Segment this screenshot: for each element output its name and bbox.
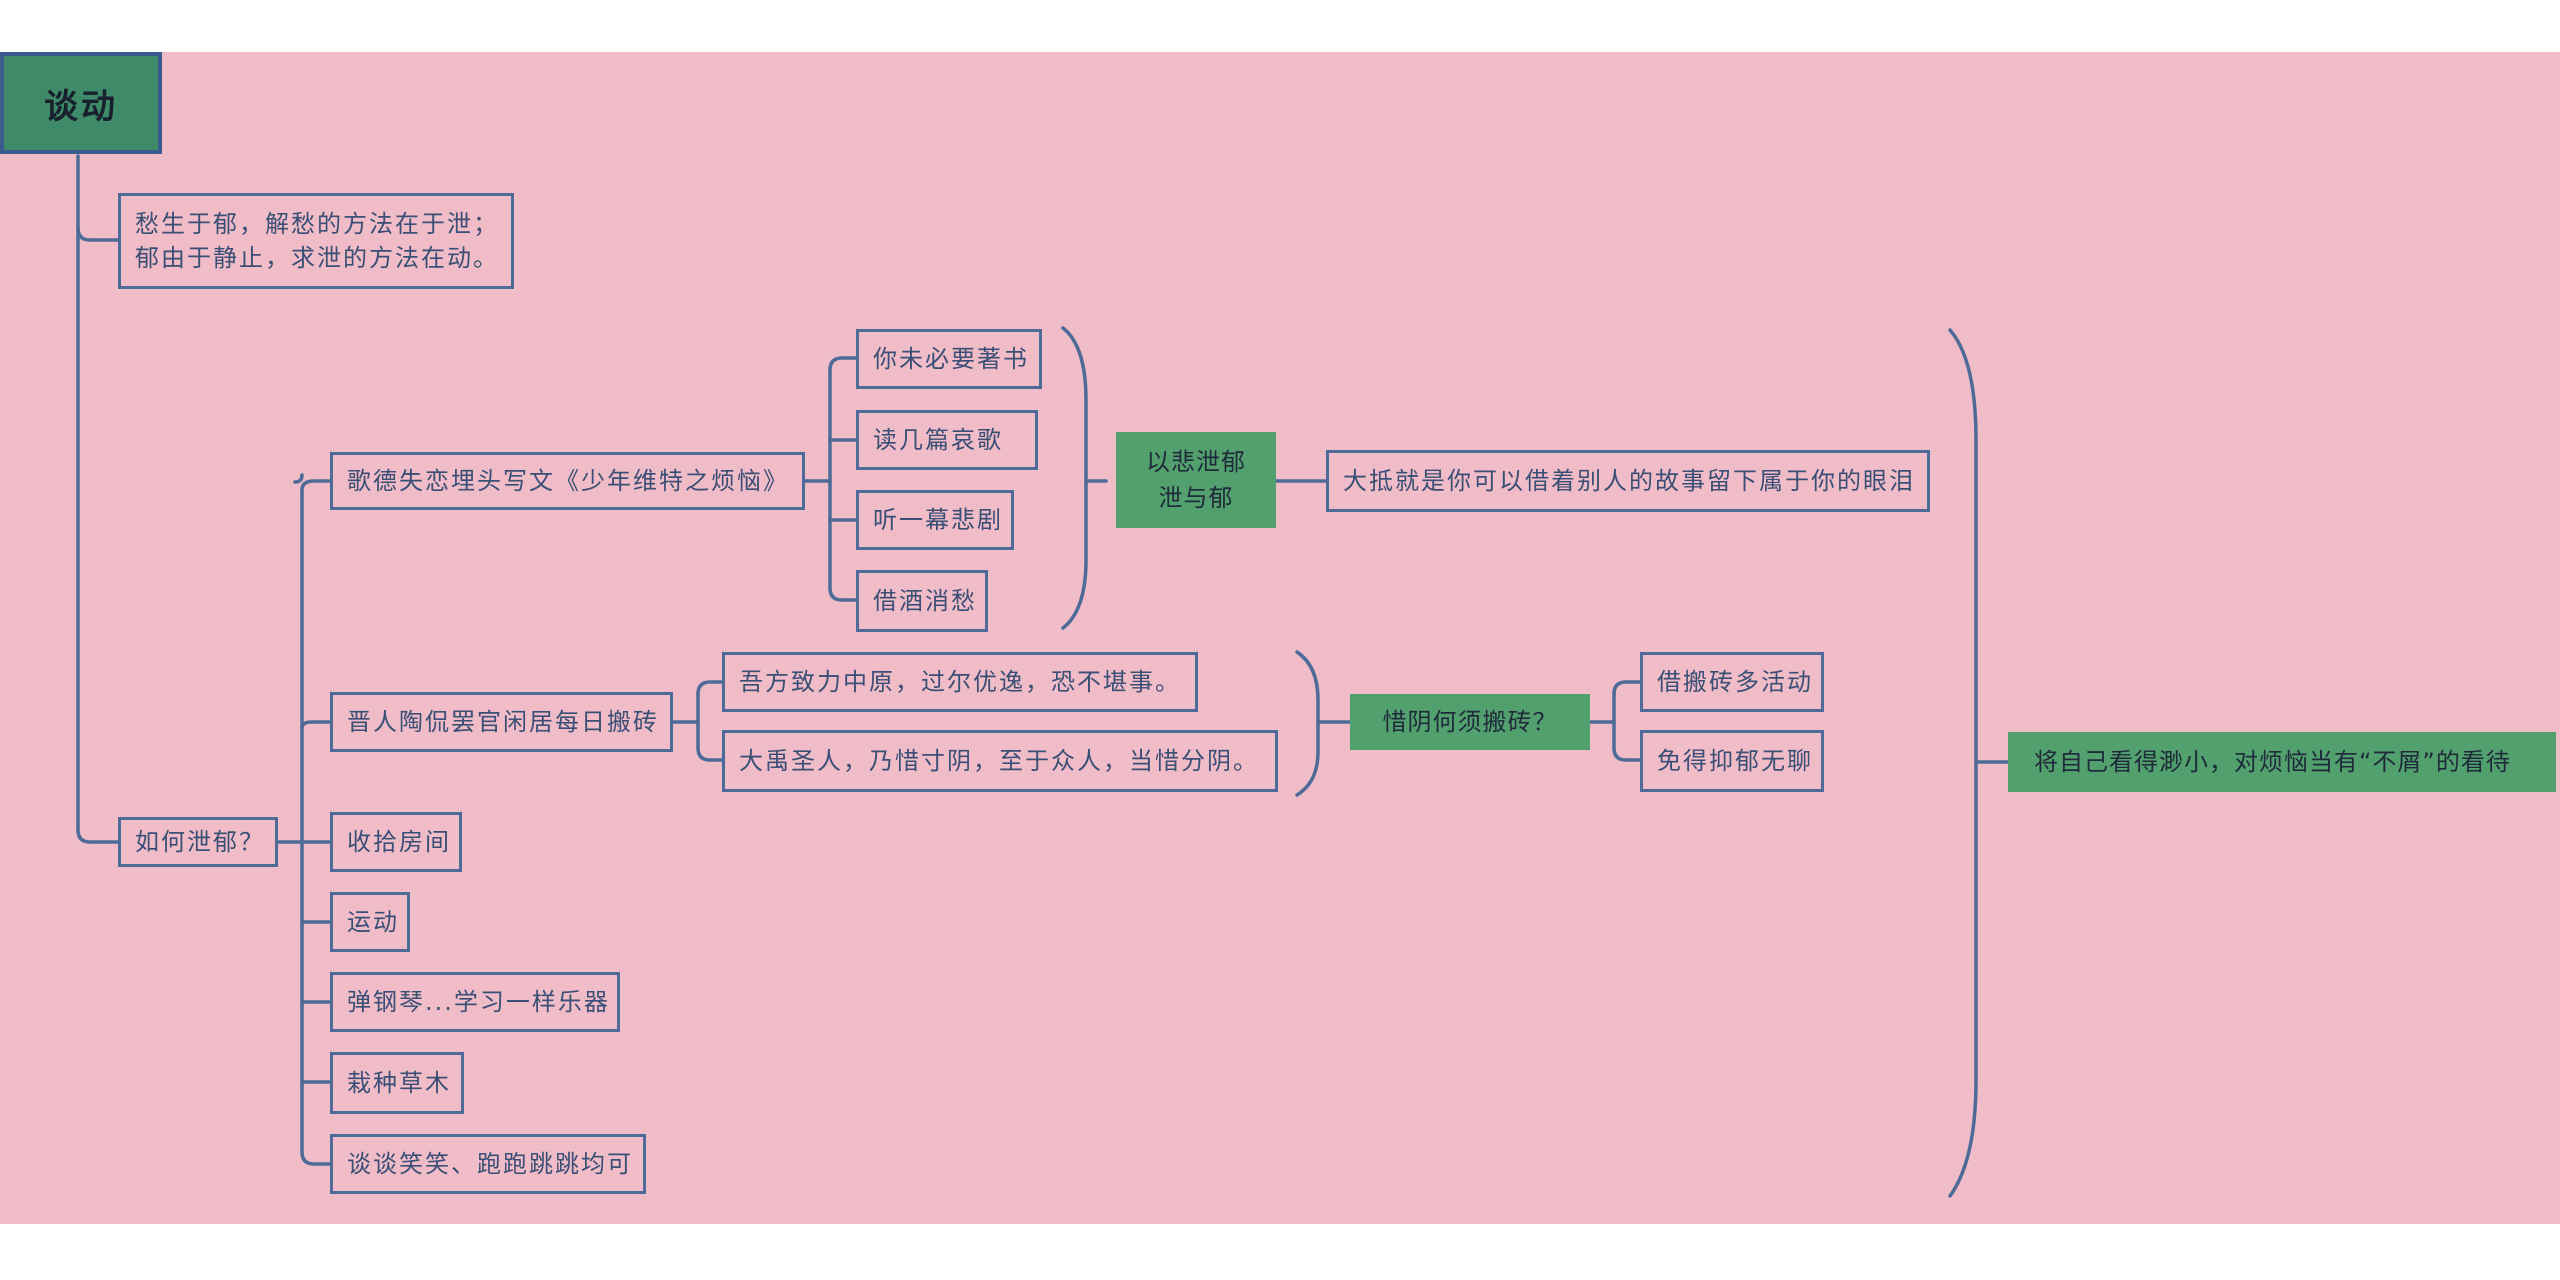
goethe-node: 歌德失恋埋头写文《少年维特之烦恼》	[330, 452, 805, 510]
intro-line-2: 郁由于静止，求泄的方法在动。	[135, 244, 499, 272]
goethe-summary-line-2: 泄与郁	[1158, 484, 1234, 512]
other-item-4-label: 栽种草木	[347, 1069, 451, 1097]
other-item-1-label: 收拾房间	[347, 828, 451, 856]
goethe-item-1-label: 你未必要著书	[873, 345, 1029, 373]
how-label: 如何泄郁？	[135, 828, 265, 856]
goethe-item-2-label: 读几篇哀歌	[873, 426, 1003, 454]
goethe-item-1: 你未必要著书	[856, 329, 1042, 389]
final-conclusion-label: 将自己看得渺小，对烦恼当有“不屑”的看待	[2034, 748, 2511, 776]
taokan-node: 晋人陶侃罢官闲居每日搬砖	[330, 692, 673, 752]
taokan-answer-1: 借搬砖多活动	[1640, 652, 1824, 712]
other-item-5: 谈谈笑笑、跑跑跳跳均可	[330, 1134, 646, 1194]
taokan-label: 晋人陶侃罢官闲居每日搬砖	[347, 708, 659, 736]
taokan-question: 惜阴何须搬砖？	[1350, 694, 1590, 750]
other-item-5-label: 谈谈笑笑、跑跑跳跳均可	[347, 1150, 633, 1178]
intro-line-1: 愁生于郁，解愁的方法在于泄；	[135, 210, 499, 238]
other-item-2: 运动	[330, 892, 410, 952]
other-item-3-label: 弹钢琴...学习一样乐器	[347, 988, 610, 1016]
taokan-quote-1-label: 吾方致力中原，过尔优逸，恐不堪事。	[739, 668, 1181, 696]
goethe-summary-line-1: 以悲泄郁	[1146, 448, 1246, 476]
goethe-item-4: 借酒消愁	[856, 570, 988, 632]
taokan-quote-1: 吾方致力中原，过尔优逸，恐不堪事。	[722, 652, 1198, 712]
goethe-item-4-label: 借酒消愁	[873, 587, 977, 615]
how-node: 如何泄郁？	[118, 817, 278, 867]
taokan-answer-2-label: 免得抑郁无聊	[1657, 747, 1813, 775]
taokan-answer-1-label: 借搬砖多活动	[1657, 668, 1813, 696]
goethe-conclusion: 大抵就是你可以借着别人的故事留下属于你的眼泪	[1326, 450, 1930, 512]
other-item-1: 收拾房间	[330, 812, 462, 872]
intro-node: 愁生于郁，解愁的方法在于泄； 郁由于静止，求泄的方法在动。	[118, 193, 514, 289]
taokan-quote-2: 大禹圣人，乃惜寸阴，至于众人，当惜分阴。	[722, 730, 1278, 792]
goethe-label: 歌德失恋埋头写文《少年维特之烦恼》	[347, 467, 789, 495]
goethe-summary: 以悲泄郁 泄与郁	[1116, 432, 1276, 528]
taokan-answer-2: 免得抑郁无聊	[1640, 730, 1824, 792]
other-item-4: 栽种草木	[330, 1052, 464, 1114]
taokan-quote-2-label: 大禹圣人，乃惜寸阴，至于众人，当惜分阴。	[739, 747, 1259, 775]
root-label: 谈动	[44, 86, 118, 127]
goethe-item-3-label: 听一幕悲剧	[873, 506, 1003, 534]
taokan-question-label: 惜阴何须搬砖？	[1382, 708, 1558, 736]
goethe-conclusion-label: 大抵就是你可以借着别人的故事留下属于你的眼泪	[1343, 467, 1915, 495]
mindmap-canvas	[0, 52, 2560, 1224]
other-item-2-label: 运动	[347, 908, 399, 936]
final-conclusion: 将自己看得渺小，对烦恼当有“不屑”的看待	[2008, 732, 2556, 792]
goethe-item-2: 读几篇哀歌	[856, 410, 1038, 470]
other-item-3: 弹钢琴...学习一样乐器	[330, 972, 620, 1032]
root-node: 谈动	[0, 52, 162, 154]
goethe-item-3: 听一幕悲剧	[856, 490, 1014, 550]
